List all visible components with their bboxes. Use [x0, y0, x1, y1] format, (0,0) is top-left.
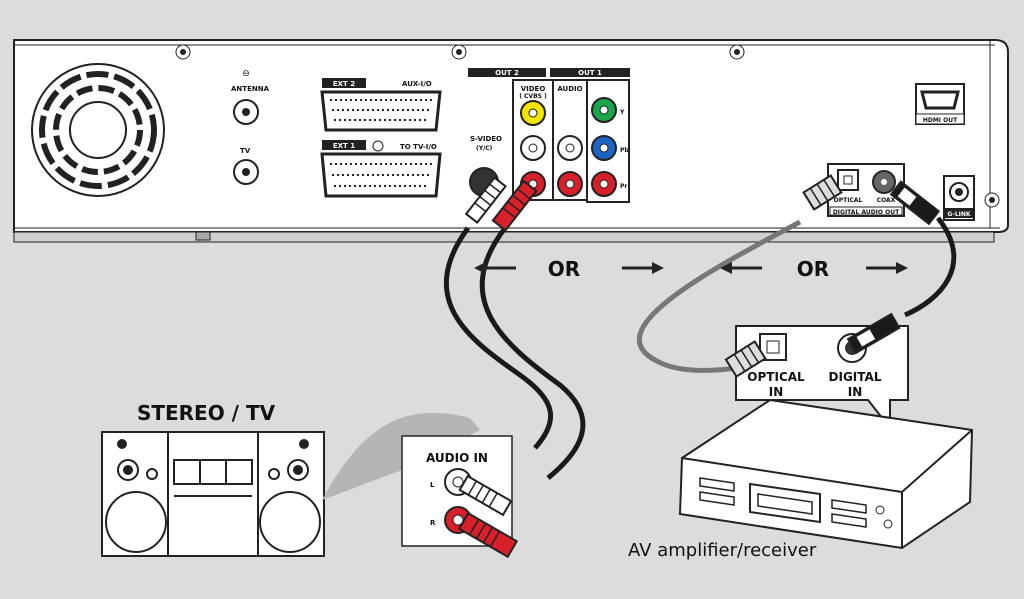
digital-in-label-line1: DIGITAL — [829, 370, 882, 384]
audio-label: AUDIO — [557, 85, 582, 93]
coaxial-port-icon — [872, 170, 896, 194]
audio-in-right-label: R — [430, 519, 436, 527]
analog-audio-cable — [443, 226, 586, 480]
rca-plug-icon — [464, 176, 538, 232]
or-left-indicator: OR — [474, 257, 664, 281]
arrow-icon — [622, 262, 664, 274]
pr-label: Pr — [620, 183, 627, 190]
digital-in-label-line2: IN — [848, 385, 863, 399]
stereo-boombox-icon — [101, 431, 325, 557]
coax-plug-icon — [889, 180, 941, 226]
stereo-tv-title: STEREO / TV — [137, 401, 276, 425]
rca-plug-icon — [457, 474, 519, 559]
out2-label: OUT 2 — [495, 69, 519, 77]
or-right-indicator: OR — [720, 257, 908, 281]
player-rear-panel — [13, 39, 1009, 243]
optical-plug-icon — [724, 340, 767, 378]
antenna-label: ANTENNA — [231, 85, 270, 93]
svideo-sub-label: (Y/C) — [476, 145, 493, 152]
pb-label: Pb — [620, 147, 629, 154]
audio-in-left-label: L — [430, 481, 435, 489]
out1-label: OUT 1 — [578, 69, 602, 77]
optical-plug-icon — [802, 174, 843, 211]
cvbs-label: ( CVBS ) — [519, 93, 547, 100]
scart-connector-icon: EXT 2 AUX-I/O EXT 1 TO TV-I/O — [320, 78, 442, 198]
totv-label: TO TV-I/O — [400, 143, 437, 151]
audio-in-label: AUDIO IN — [426, 451, 488, 465]
svideo-label: S-VIDEO — [470, 135, 502, 143]
digital-audio-out-label: DIGITAL AUDIO OUT — [833, 209, 900, 216]
coax-label: COAX — [877, 197, 896, 204]
antenna-jack-icon: ⊖ ANTENNA — [231, 69, 270, 125]
svg-text:⊖: ⊖ — [242, 69, 250, 79]
ext1-label: EXT 1 — [333, 142, 355, 150]
optical-in-label-line1: OPTICAL — [747, 370, 805, 384]
tv-rf-jack-icon: TV — [233, 147, 259, 185]
arrow-icon — [474, 262, 516, 274]
receiver-caption: AV amplifier/receiver — [628, 540, 817, 561]
coax-plug-icon — [846, 312, 901, 355]
ext2-label: EXT 2 — [333, 80, 355, 88]
video-audio-outputs: OUT 2 OUT 1 VIDEO ( CVBS ) AUDIO Y Pb Pr — [468, 68, 630, 203]
or-left-label: OR — [548, 257, 580, 281]
screw-icon — [175, 44, 1000, 208]
receiver-icon — [678, 398, 974, 550]
coaxial-cable — [904, 216, 957, 318]
hdmi-label: HDMI OUT — [923, 117, 958, 124]
callout-pointer — [322, 412, 480, 500]
arrow-icon — [720, 262, 762, 274]
hdmi-port-icon: HDMI OUT — [915, 83, 965, 125]
optical-in-label-line2: IN — [769, 385, 784, 399]
optical-cable — [637, 219, 802, 373]
optical-out-label: OPTICAL — [834, 197, 863, 204]
video-label: VIDEO — [521, 85, 546, 93]
tv-label: TV — [240, 147, 251, 155]
optical-port-icon — [837, 169, 859, 191]
or-right-label: OR — [797, 257, 829, 281]
arrow-icon — [866, 262, 908, 274]
glink-label: G-LINK — [947, 211, 970, 218]
glink-jack-icon: G-LINK — [943, 175, 975, 221]
aux-label: AUX-I/O — [402, 80, 432, 88]
cooling-fan-icon — [31, 63, 165, 197]
y-label: Y — [619, 109, 625, 116]
